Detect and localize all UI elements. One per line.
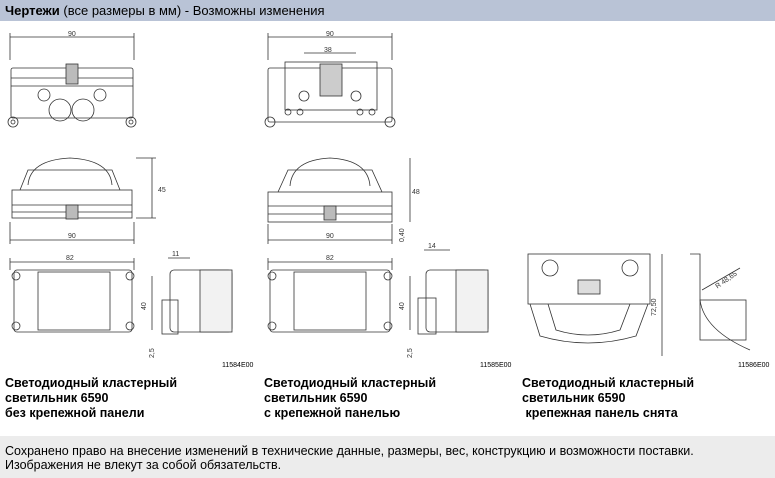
caption-3: Светодиодный кластерный светильник 6590 … — [522, 376, 695, 420]
disclaimer-footer: Сохранено право на внесение изменений в … — [0, 436, 775, 478]
d1-side-view: 90 45 — [9, 157, 166, 244]
d1-rear-width: 11 — [172, 251, 179, 258]
d1-front-width: 82 — [66, 255, 74, 262]
disclaimer-line-1: Сохранено право на внесение изменений в … — [5, 444, 694, 458]
d1-drawing-code: 11584E00 — [222, 362, 254, 369]
d2-rear-height: 2,5 — [407, 348, 414, 358]
d1-rear-height: 2,5 — [149, 348, 156, 358]
d2-side-width: 90 — [326, 233, 334, 240]
header-title-bold: Чертежи — [5, 3, 60, 18]
drawing-2: 90 38 90 48 0,40 82 — [264, 31, 489, 358]
drawing-1: 90 90 45 82 — [7, 31, 233, 358]
d1-side-height: 45 — [158, 187, 166, 194]
d3-drawing-code: 11586E00 — [738, 362, 770, 369]
technical-drawings: 90 90 45 82 — [7, 31, 751, 358]
d2-side-gap: 0,40 — [399, 228, 406, 242]
d2-front-width: 82 — [326, 255, 334, 262]
d2-side-view: 90 48 0,40 — [267, 157, 420, 244]
d1-top-width: 90 — [68, 31, 76, 38]
d2-side-height: 48 — [412, 189, 420, 196]
d2-top-hole: 38 — [324, 47, 332, 54]
d1-front-height: 40 — [141, 302, 148, 310]
d2-rear-width: 14 — [428, 243, 436, 250]
d3-side-view: R 48,65 — [690, 253, 751, 351]
d1-front-view: 82 — [9, 255, 135, 333]
caption-2: Светодиодный кластерный светильник 6590 … — [264, 376, 437, 420]
header-title-rest: (все размеры в мм) - Возможны изменения — [59, 3, 325, 18]
d2-front-height: 40 — [399, 302, 406, 310]
d2-top-width: 90 — [326, 31, 334, 38]
d1-side-width: 90 — [68, 233, 76, 240]
d2-front-view: 82 — [267, 255, 393, 333]
d1-top-view: 90 — [7, 31, 137, 128]
section-header: Чертежи (все размеры в мм) - Возможны из… — [0, 0, 775, 21]
drawing-3: 72,50 R 48,65 — [527, 253, 751, 356]
caption-1: Светодиодный кластерный светильник 6590 … — [5, 376, 178, 420]
d3-front-view: 72,50 — [527, 253, 663, 356]
d1-rear-view: 11 40 2,5 — [141, 251, 233, 358]
d3-height: 72,50 — [651, 298, 658, 316]
disclaimer-line-2: Изображения не влекут за собой обязатель… — [5, 458, 282, 472]
d2-top-view: 90 38 — [264, 31, 396, 128]
d2-drawing-code: 11585E00 — [480, 362, 512, 369]
d2-rear-view: 14 40 2,5 — [399, 243, 489, 358]
